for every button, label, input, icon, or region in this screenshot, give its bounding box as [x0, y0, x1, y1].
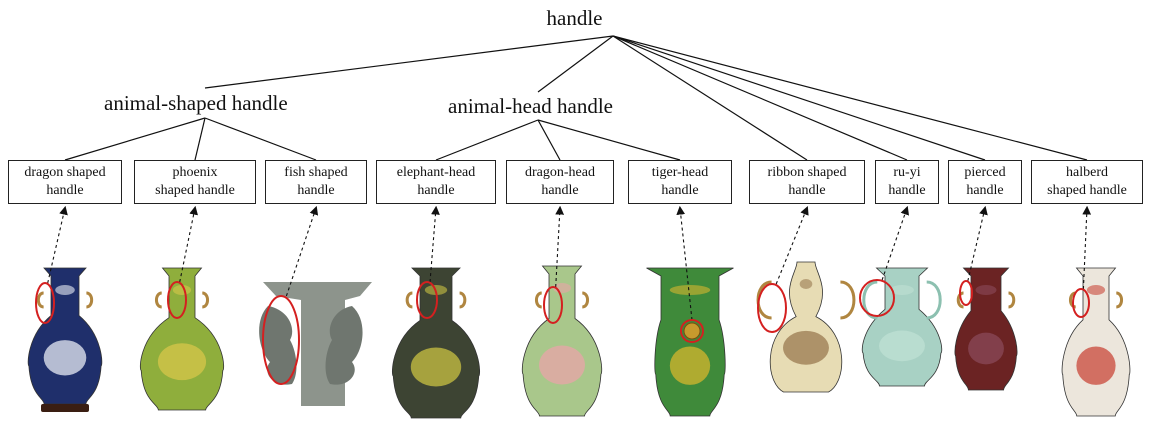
- highlight-circle-phoenix-shaped: [167, 281, 187, 319]
- vase-neck-decoration: [55, 285, 75, 295]
- edge-phoenix-shaped: [194, 117, 206, 161]
- vase-body: [769, 261, 843, 393]
- arrow-halberd-shaped: [1082, 205, 1092, 290]
- vase-body: [1061, 267, 1131, 417]
- leaf-box-phoenix-shaped: phoenix shaped handle: [134, 160, 256, 204]
- vase-body: [521, 265, 603, 417]
- leaf-box-pierced: pierced handle: [948, 160, 1022, 204]
- category-label-animal-shaped: animal-shaped handle: [104, 91, 288, 115]
- vase-decoration: [539, 345, 585, 385]
- edge-ribbon-shaped: [612, 35, 808, 161]
- vase-decoration: [157, 343, 207, 381]
- arrow-pierced: [967, 205, 988, 282]
- leaf-box-fish-shaped: fish shaped handle: [265, 160, 367, 204]
- vase-handle-left: [405, 291, 413, 309]
- vase-handle-right: [581, 291, 590, 309]
- vase-handle-left: [534, 291, 543, 309]
- vase-image-dragon-shaped: [27, 267, 103, 412]
- highlight-circle-elephant-head: [416, 281, 438, 319]
- vase-neck-decoration: [172, 285, 192, 295]
- vase-body: [139, 267, 225, 411]
- edge-elephant-head: [435, 119, 539, 161]
- vase-handle-right: [926, 280, 942, 320]
- leaf-box-elephant-head: elephant-head handle: [376, 160, 496, 204]
- vase-handle-left: [956, 291, 964, 309]
- vase-neck-decoration: [799, 279, 813, 289]
- vase-body: [391, 267, 481, 419]
- leaf-box-halberd-shaped: halberd shaped handle: [1031, 160, 1143, 204]
- leaf-box-ru-yi: ru-yi handle: [875, 160, 939, 204]
- edge-fish-shaped: [204, 117, 317, 161]
- vase-stand: [41, 404, 89, 412]
- leaf-box-dragon-head: dragon-head handle: [506, 160, 614, 204]
- highlight-circle-halberd-shaped: [1072, 288, 1090, 318]
- fish-handle-left: [259, 306, 297, 385]
- vase-neck-decoration: [669, 285, 711, 295]
- highlight-circle-ribbon-shaped: [757, 283, 787, 333]
- edge-root-animal-head: [537, 35, 614, 93]
- vase-body: [861, 267, 943, 387]
- vase-image-ru-yi: [861, 267, 943, 387]
- arrow-elephant-head: [429, 205, 440, 283]
- vase-handle-right: [1008, 291, 1016, 309]
- vase-decoration: [783, 330, 829, 365]
- fish-handle-right: [325, 306, 363, 385]
- vase-neck-decoration: [890, 285, 914, 295]
- highlight-circle-tiger-head: [680, 319, 704, 343]
- highlight-circle-dragon-shaped: [35, 282, 55, 324]
- leaf-box-ribbon-shaped: ribbon shaped handle: [749, 160, 865, 204]
- edge-pierced: [612, 35, 986, 161]
- edge-halberd-shaped: [612, 35, 1088, 161]
- vase-neck-decoration: [1086, 285, 1106, 295]
- edge-root-animal-shaped: [204, 35, 614, 89]
- highlight-circle-pierced: [959, 280, 973, 306]
- vase-handle-right: [459, 291, 467, 309]
- root-node-label: handle: [546, 6, 603, 30]
- edge-dragon-head: [537, 119, 561, 161]
- vase-handle: [683, 322, 701, 340]
- highlight-circle-ru-yi: [859, 279, 895, 317]
- handle-arrows: [47, 205, 1092, 321]
- arrow-phoenix-shaped: [179, 205, 198, 283]
- vase-image-pierced: [954, 267, 1018, 391]
- vase-handle-left: [862, 280, 878, 320]
- vase-image-fish-shaped: [259, 282, 372, 406]
- vase-handle-right: [1115, 291, 1124, 309]
- vase-image-phoenix-shaped: [139, 267, 225, 411]
- arrow-dragon-shaped: [47, 205, 68, 284]
- arrow-ribbon-shaped: [775, 205, 809, 285]
- arrow-dragon-head: [555, 205, 565, 288]
- vase-handle-right: [201, 291, 210, 309]
- vase-neck-decoration: [975, 285, 997, 295]
- highlight-circle-dragon-head: [543, 286, 563, 324]
- arrow-tiger-head: [676, 205, 693, 321]
- edge-dragon-shaped: [64, 117, 206, 161]
- vase-image-ribbon-shaped: [756, 261, 856, 393]
- vase-decoration: [1076, 346, 1116, 385]
- highlight-circle-fish-shaped: [262, 295, 300, 385]
- vase-decoration: [43, 340, 87, 376]
- edge-tiger-head: [537, 119, 681, 161]
- vase-decoration: [410, 347, 462, 387]
- category-label-animal-head: animal-head handle: [448, 94, 614, 118]
- vase-image-dragon-head: [521, 265, 603, 417]
- leaf-box-dragon-shaped: dragon shaped handle: [8, 160, 122, 204]
- vase-decoration: [669, 346, 711, 385]
- vase-decoration: [879, 330, 925, 362]
- vase-body: [954, 267, 1018, 391]
- vase-handle-left: [154, 291, 163, 309]
- arrow-ru-yi: [881, 205, 910, 281]
- vase-decoration: [968, 332, 1004, 365]
- vase-handle-right: [86, 291, 94, 309]
- vase-handle-right: [840, 280, 856, 320]
- vase-handle-left: [36, 291, 44, 309]
- vase-image-halberd-shaped: [1061, 267, 1131, 417]
- leaf-box-tiger-head: tiger-head handle: [628, 160, 732, 204]
- edge-ru-yi: [612, 35, 908, 161]
